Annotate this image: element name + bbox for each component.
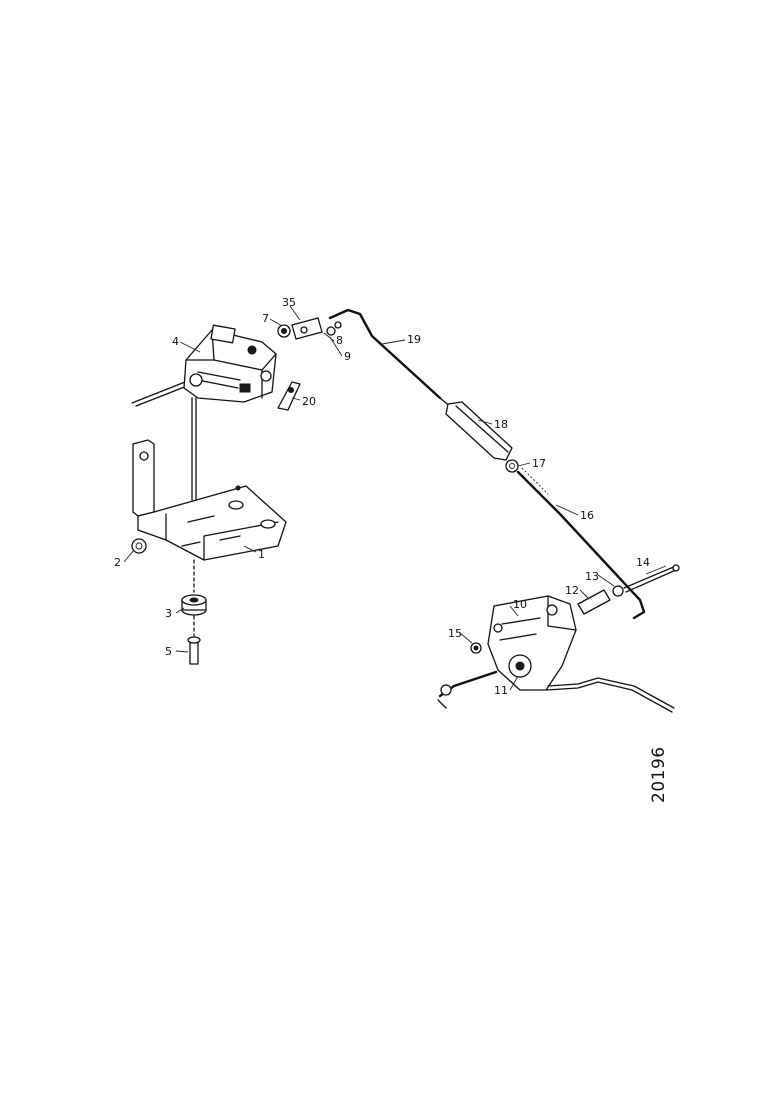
- mount-hardware: [131, 538, 207, 665]
- callout-35: 35: [282, 296, 296, 309]
- callout-labels: 4 7 35 8 9 20 19 18 17 16 14 13 12 10 15…: [114, 296, 650, 697]
- callout-3: 3: [165, 607, 172, 620]
- tube-18: [445, 401, 513, 461]
- callout-2: 2: [114, 556, 121, 569]
- callout-10: 10: [513, 598, 527, 611]
- callout-13: 13: [585, 570, 599, 583]
- callout-11: 11: [494, 684, 508, 697]
- rod-16: [516, 470, 646, 620]
- reference-code: 20196: [649, 746, 669, 803]
- linkage-housing-10: [487, 595, 577, 691]
- mounting-bracket: [132, 439, 287, 561]
- callout-1: 1: [258, 548, 265, 561]
- spring-17: [505, 459, 519, 473]
- nut-13: [612, 585, 624, 597]
- callout-14: 14: [636, 556, 650, 569]
- callout-17: 17: [532, 457, 546, 470]
- clip-part-20: [277, 381, 301, 411]
- nut-2: [131, 538, 147, 554]
- rod-19: [328, 308, 442, 400]
- bolt-14: [623, 565, 677, 589]
- sleeve-12: [577, 589, 611, 615]
- callout-8: 8: [336, 334, 343, 347]
- linkage-small-parts: [277, 317, 342, 411]
- callout-19: 19: [407, 333, 421, 346]
- callout-18: 18: [494, 418, 508, 431]
- lower-linkage-assembly: [437, 564, 680, 713]
- actuator-unit: [131, 324, 277, 501]
- leader-lines: [123, 305, 667, 691]
- callout-4: 4: [172, 335, 179, 348]
- callout-9: 9: [344, 350, 351, 363]
- callout-16: 16: [580, 509, 594, 522]
- callout-15: 15: [448, 627, 462, 640]
- control-rod-assembly: [328, 308, 646, 620]
- callout-7: 7: [262, 312, 269, 325]
- callout-12: 12: [565, 584, 579, 597]
- actuator-cable: [131, 381, 186, 404]
- callout-5: 5: [165, 645, 172, 658]
- output-cable: [545, 681, 673, 713]
- callout-20: 20: [302, 395, 316, 408]
